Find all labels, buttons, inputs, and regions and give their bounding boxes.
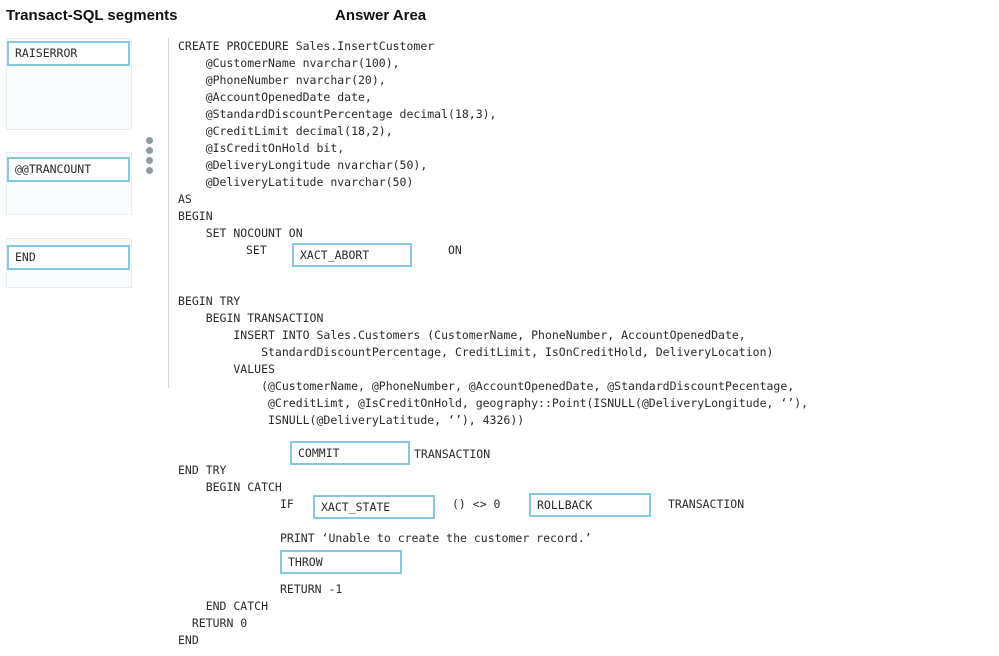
transaction-keyword-2: TRANSACTION bbox=[668, 497, 745, 511]
answer-target-throw[interactable]: THROW bbox=[280, 550, 402, 574]
code-line: @PhoneNumber nvarchar(20), bbox=[178, 73, 386, 87]
code-line: @AccountOpenedDate date, bbox=[178, 90, 372, 104]
code-line: @DeliveryLongitude nvarchar(50), bbox=[178, 158, 428, 172]
drag-handle-dots[interactable] bbox=[146, 137, 155, 177]
code-line: @IsCreditOnHold bit, bbox=[178, 141, 345, 155]
code-line: @StandardDiscountPercentage decimal(18,3… bbox=[178, 107, 497, 121]
code-line: VALUES bbox=[178, 362, 275, 376]
code-line: INSERT INTO Sales.Customers (CustomerNam… bbox=[178, 328, 746, 342]
code-line: RETURN 0 bbox=[178, 616, 248, 630]
answer-area-heading: Answer Area bbox=[335, 7, 427, 24]
answer-target-commit[interactable]: COMMIT bbox=[290, 441, 410, 465]
segment-raiserror[interactable]: RAISERROR bbox=[7, 41, 130, 66]
return-negative: RETURN -1 bbox=[280, 582, 343, 596]
comparison-expression: () <> 0 bbox=[452, 497, 501, 511]
code-line: BEGIN CATCH bbox=[178, 480, 282, 494]
code-line: ISNULL(@DeliveryLatitude, ‘’), 4326)) bbox=[178, 413, 525, 427]
answer-target-xact-abort[interactable]: XACT_ABORT bbox=[292, 243, 412, 267]
code-line: @DeliveryLatitude nvarchar(50) bbox=[178, 175, 414, 189]
segment-end[interactable]: END bbox=[7, 245, 130, 270]
divider-line bbox=[168, 38, 169, 388]
on-keyword: ON bbox=[448, 243, 462, 257]
dot-icon bbox=[146, 167, 153, 174]
code-line: AS bbox=[178, 192, 192, 206]
if-keyword: IF bbox=[280, 497, 294, 511]
code-line: @CustomerName nvarchar(100), bbox=[178, 56, 400, 70]
code-line: @CreditLimit decimal(18,2), bbox=[178, 124, 393, 138]
answer-target-xact-state[interactable]: XACT_STATE bbox=[313, 495, 435, 519]
set-keyword: SET bbox=[246, 243, 267, 257]
print-statement: PRINT ‘Unable to create the customer rec… bbox=[280, 531, 592, 545]
dot-icon bbox=[146, 157, 153, 164]
code-line: BEGIN TRY bbox=[178, 294, 241, 308]
segment-trancount[interactable]: @@TRANCOUNT bbox=[7, 157, 130, 182]
code-line: BEGIN TRANSACTION bbox=[178, 311, 324, 325]
transaction-keyword: TRANSACTION bbox=[414, 447, 491, 461]
dot-icon bbox=[146, 147, 153, 154]
code-line: @CreditLimt, @IsCreditOnHold, geography:… bbox=[178, 396, 809, 410]
code-line: END CATCH bbox=[178, 599, 269, 613]
code-line: BEGIN bbox=[178, 209, 213, 223]
code-line: StandardDiscountPercentage, CreditLimit,… bbox=[178, 345, 774, 359]
code-line: CREATE PROCEDURE Sales.InsertCustomer bbox=[178, 39, 435, 53]
code-line: (@CustomerName, @PhoneNumber, @AccountOp… bbox=[178, 379, 795, 393]
segments-heading: Transact-SQL segments bbox=[6, 7, 178, 24]
code-line: SET NOCOUNT ON bbox=[178, 226, 303, 240]
dot-icon bbox=[146, 137, 153, 144]
code-line: END bbox=[178, 633, 199, 647]
code-line: END TRY bbox=[178, 463, 227, 477]
answer-target-rollback[interactable]: ROLLBACK bbox=[529, 493, 651, 517]
